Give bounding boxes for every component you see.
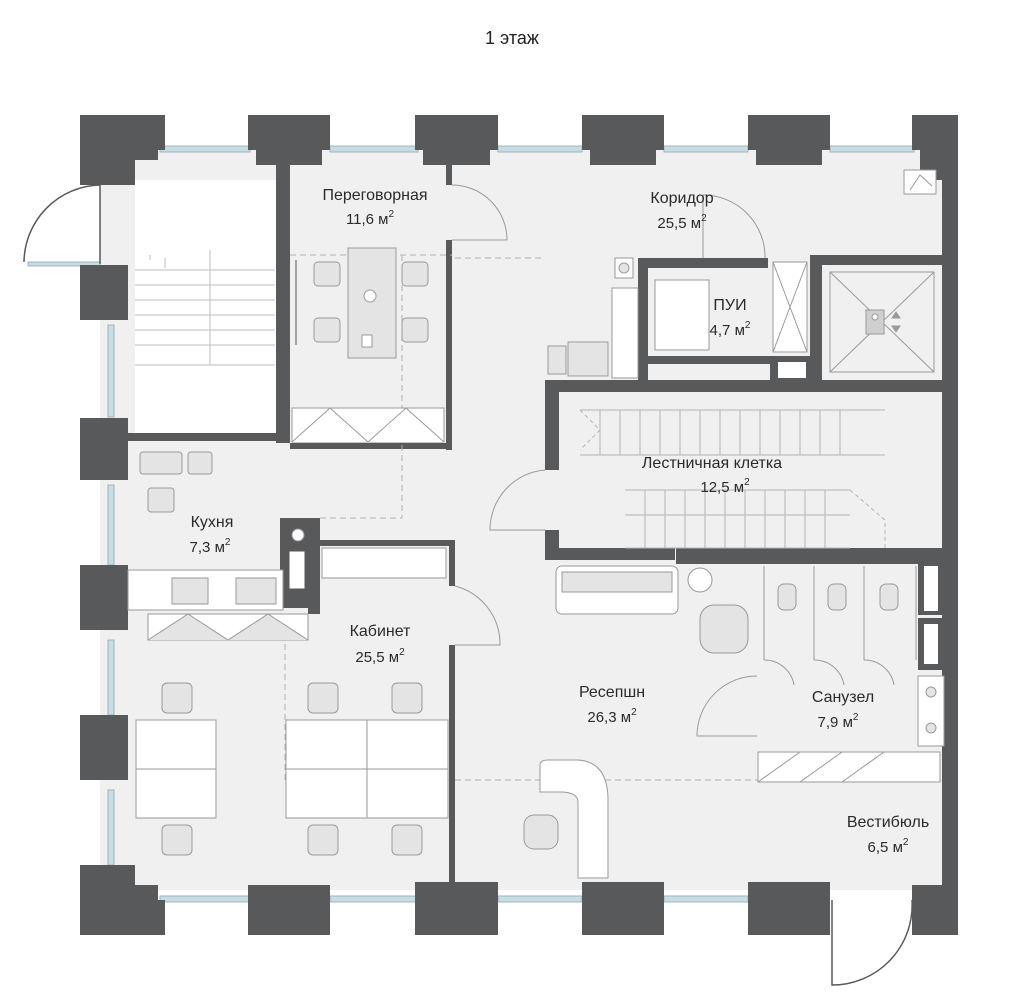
kitchen-furniture xyxy=(127,451,309,641)
room-label-reception: Ресепшн 26,3 м2 xyxy=(579,684,645,726)
room-label-kitchen: Кухня 7,3 м2 xyxy=(190,514,234,556)
room-area: 6,5 м xyxy=(868,839,903,856)
room-area-sup: 2 xyxy=(853,712,859,723)
room-name: Коридор xyxy=(650,190,713,207)
room-label-meeting: Переговорная 11,6 м2 xyxy=(322,187,427,228)
elevator-icon xyxy=(829,271,935,373)
svg-text:25,5 м2: 25,5 м2 xyxy=(355,647,405,666)
svg-text:4,7 м2: 4,7 м2 xyxy=(710,320,751,339)
svg-text:6,5 м2: 6,5 м2 xyxy=(868,837,909,856)
floor-title: 1 этаж xyxy=(485,28,539,48)
room-area-sup: 2 xyxy=(389,209,395,220)
svg-text:11,6 м2: 11,6 м2 xyxy=(346,209,395,228)
room-area-sup: 2 xyxy=(631,707,637,718)
plant-icon xyxy=(903,169,937,195)
room-area-sup: 2 xyxy=(745,320,751,331)
interior-doors xyxy=(451,184,766,737)
svg-text:25,5 м2: 25,5 м2 xyxy=(657,213,707,232)
corridor-fixtures xyxy=(547,257,808,379)
room-area: 11,6 м xyxy=(346,211,389,228)
meeting-table xyxy=(295,247,429,359)
room-area: 4,7 м xyxy=(710,322,745,339)
wc-fixtures xyxy=(757,566,945,783)
room-area: 26,3 м xyxy=(587,709,631,726)
interior-walls xyxy=(128,165,958,885)
room-area-sup: 2 xyxy=(903,837,909,848)
room-area: 7,3 м xyxy=(190,539,225,556)
room-name: Ресепшн xyxy=(579,684,645,701)
room-area: 12,5 м xyxy=(700,479,744,496)
room-label-wc: Санузел 7,9 м2 xyxy=(812,689,874,731)
room-label-stairwell: Лестничная клетка 12,5 м2 xyxy=(642,455,782,496)
room-area: 7,9 м xyxy=(818,714,853,731)
room-area-sup: 2 xyxy=(744,477,750,488)
entrance-doors xyxy=(23,184,913,986)
svg-text:12,5 м2: 12,5 м2 xyxy=(700,477,750,496)
main-stair xyxy=(135,250,275,366)
room-area-sup: 2 xyxy=(701,213,707,224)
room-name: Санузел xyxy=(812,689,874,706)
room-label-pui: ПУИ 4,7 м2 xyxy=(710,297,751,339)
meeting-cabinets xyxy=(291,407,445,443)
room-area-sup: 2 xyxy=(399,647,405,658)
columns xyxy=(80,115,958,935)
room-name: ПУИ xyxy=(713,297,746,314)
stairwell-stairs xyxy=(579,409,886,549)
room-area-sup: 2 xyxy=(225,537,231,548)
svg-text:26,3 м2: 26,3 м2 xyxy=(587,707,637,726)
room-name: Вестибюль xyxy=(847,814,929,831)
office-furniture xyxy=(135,547,449,856)
room-area: 25,5 м xyxy=(355,649,399,666)
room-name: Кухня xyxy=(191,514,234,531)
room-name: Кабинет xyxy=(350,623,412,640)
room-label-vestibule: Вестибюль 6,5 м2 xyxy=(847,814,929,856)
svg-text:7,3 м2: 7,3 м2 xyxy=(190,537,231,556)
windows xyxy=(27,145,915,903)
room-label-office: Кабинет 25,5 м2 xyxy=(350,623,412,666)
room-name: Лестничная клетка xyxy=(642,455,782,472)
room-area: 25,5 м xyxy=(657,215,701,232)
svg-text:7,9 м2: 7,9 м2 xyxy=(818,712,859,731)
room-label-corridor: Коридор 25,5 м2 xyxy=(650,190,713,232)
reception-furniture xyxy=(523,565,749,879)
room-name: Переговорная xyxy=(322,187,427,204)
